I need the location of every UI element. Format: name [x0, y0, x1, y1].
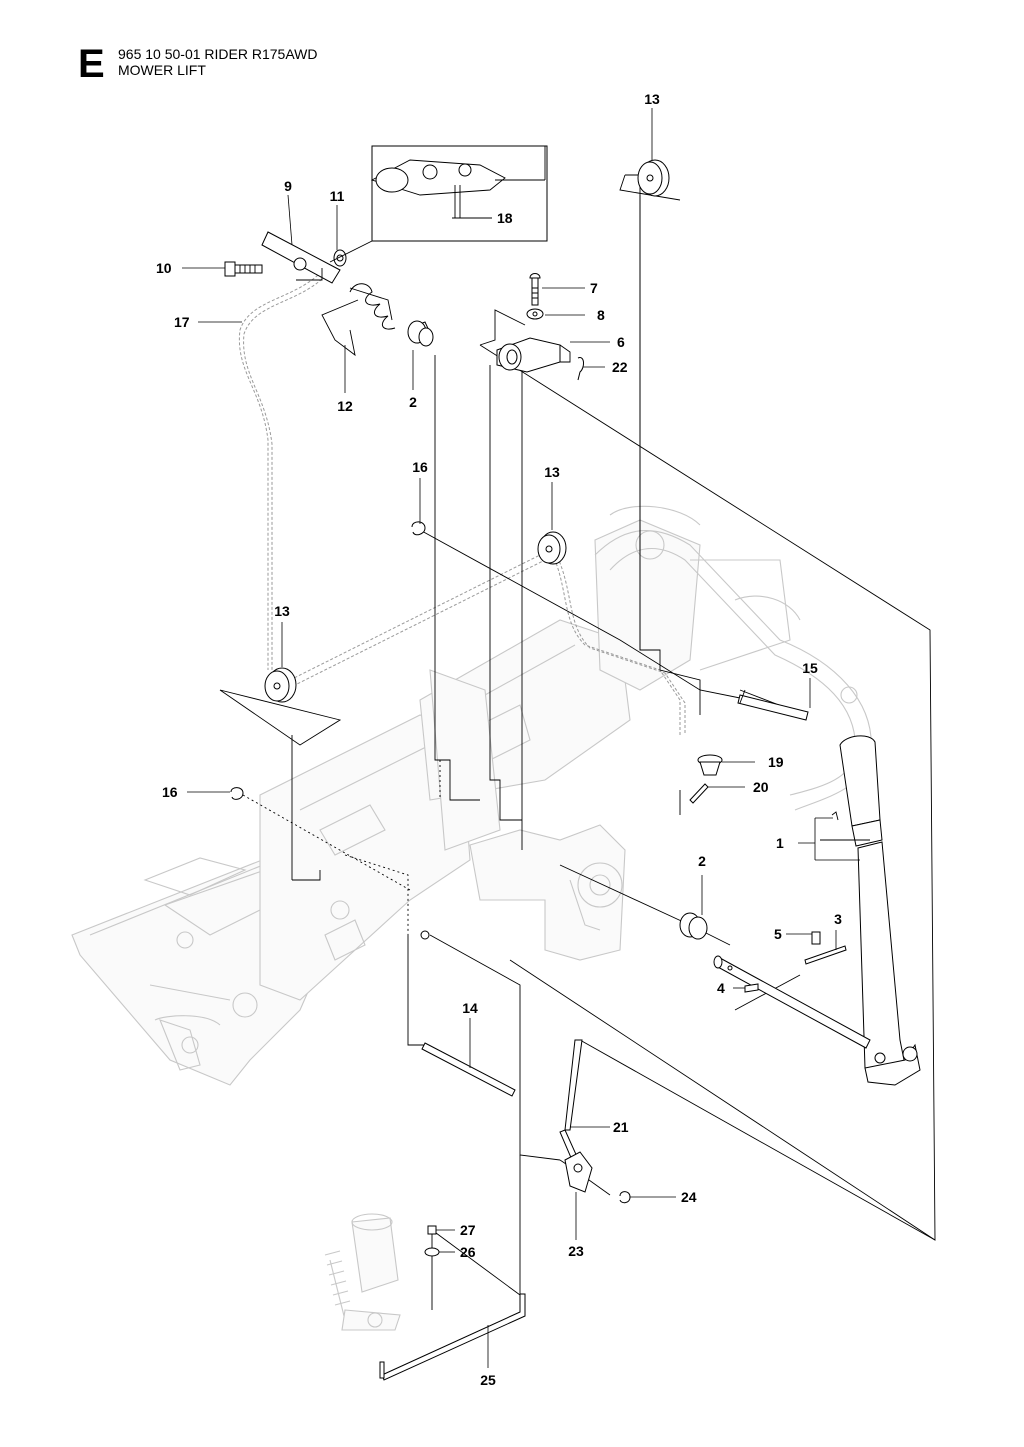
- rod-15: [737, 689, 809, 721]
- callout-numbers: 13 9 11 18 10 7 8 6 22 17 12 2 16 13 13 …: [156, 91, 842, 1388]
- nut-11: [333, 249, 347, 267]
- part-number-title: 965 10 50-01 RIDER R175AWD: [118, 46, 318, 62]
- callout-6: 6: [617, 334, 625, 350]
- inset-box-18: [296, 145, 548, 281]
- bracket-9: [261, 231, 341, 284]
- callout-7: 7: [590, 280, 598, 296]
- clip-16-top: [411, 521, 426, 536]
- callout-4: 4: [717, 980, 725, 996]
- callout-23: 23: [568, 1243, 584, 1259]
- callout-15: 15: [802, 660, 818, 676]
- link-6: [496, 337, 571, 373]
- nut-8: [526, 308, 544, 320]
- pulley-13-middle: [537, 531, 567, 565]
- lever-shaft: [713, 955, 871, 1049]
- callout-5: 5: [774, 926, 782, 942]
- pin-20: [689, 783, 709, 804]
- callout-10: 10: [156, 260, 172, 276]
- callout-3: 3: [834, 911, 842, 927]
- bolt-7: [529, 273, 541, 306]
- screw-27: [427, 1225, 437, 1235]
- callout-21: 21: [613, 1119, 629, 1135]
- pin-4: [744, 983, 759, 993]
- callout-9: 9: [284, 178, 292, 194]
- callout-11: 11: [330, 188, 345, 204]
- callout-25: 25: [480, 1372, 496, 1388]
- callout-12: 12: [337, 398, 353, 414]
- callout-1: 1: [776, 835, 784, 851]
- bracket-23: [564, 1151, 593, 1193]
- section-letter: E: [78, 42, 105, 86]
- callout-27: 27: [460, 1222, 476, 1238]
- washer-26: [424, 1247, 440, 1257]
- callout-22: 22: [612, 359, 628, 375]
- pulley-13-top: [637, 159, 670, 197]
- callout-19: 19: [768, 754, 784, 770]
- callout-24: 24: [681, 1189, 697, 1205]
- callout-16-top: 16: [412, 459, 428, 475]
- lift-lever-1: [820, 735, 921, 1086]
- tractor-frame-outline: [71, 505, 872, 1331]
- clip-24: [619, 1191, 631, 1204]
- callout-20: 20: [753, 779, 769, 795]
- callout-17: 17: [174, 314, 190, 330]
- callout-16-left: 16: [162, 784, 178, 800]
- cotter-pin-22: [577, 357, 584, 381]
- callout-13-left: 13: [274, 603, 290, 619]
- pulley-13-left: [264, 667, 297, 703]
- callout-leaders: [182, 108, 860, 1368]
- callout-8: 8: [597, 307, 605, 323]
- callout-26: 26: [460, 1244, 476, 1260]
- callout-2-lower: 2: [698, 853, 706, 869]
- assembly-title: MOWER LIFT: [118, 62, 206, 78]
- lift-chain: [238, 274, 686, 735]
- bushing-19: [697, 754, 723, 776]
- rod-25: [379, 1293, 526, 1381]
- callout-13-top: 13: [644, 91, 660, 107]
- callout-2-top: 2: [409, 394, 417, 410]
- callout-13-middle: 13: [544, 464, 560, 480]
- bolt-10: [224, 261, 263, 277]
- spring-12: [321, 283, 396, 357]
- screw-5: [811, 931, 821, 945]
- clip-16-left: [230, 787, 244, 800]
- callout-18: 18: [497, 210, 513, 226]
- bushing-2-lower: [679, 912, 708, 940]
- bushing-2-top: [407, 320, 434, 347]
- pin-3: [804, 945, 847, 965]
- callout-14: 14: [462, 1000, 478, 1016]
- rod-14: [420, 930, 516, 1097]
- parts: [224, 145, 921, 1381]
